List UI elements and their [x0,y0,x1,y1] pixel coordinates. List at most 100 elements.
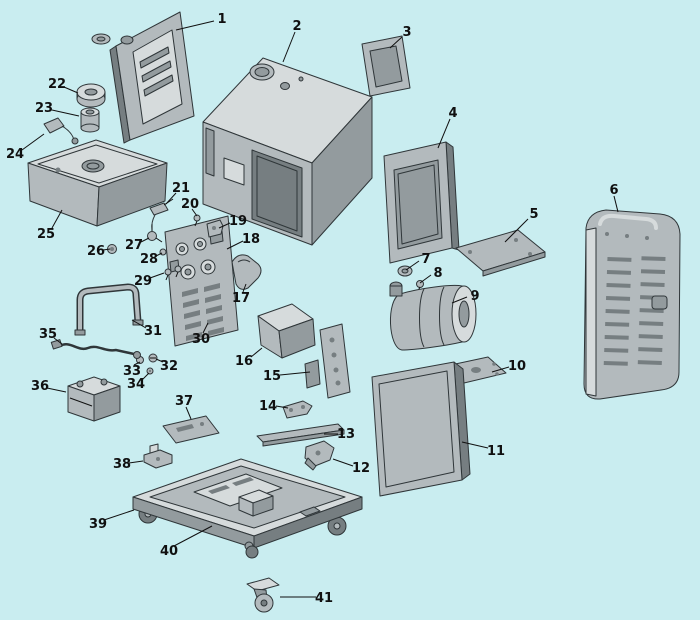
callout-label-25: 25 [37,227,55,242]
callout-leader-14 [275,405,289,409]
part-11-rear-panel [371,361,471,497]
callout-label-17: 17 [232,291,250,306]
callout-leader-35 [53,337,63,345]
part-14-bracket [282,400,313,419]
callout-leader-4 [437,118,451,149]
callout-leader-27 [140,237,150,243]
callout-leader-36 [46,387,67,393]
callout-label-20: 20 [181,197,199,212]
callout-label-13: 13 [337,427,355,442]
callout-label-29: 29 [134,274,152,289]
callout-leader-25 [51,209,63,229]
callout-label-41: 41 [315,591,333,606]
callout-label-1: 1 [217,12,226,27]
callout-leader-7 [405,260,420,271]
callout-label-23: 23 [35,101,53,116]
callout-leader-5 [504,218,529,243]
callout-label-15: 15 [263,369,281,384]
part-1-side-panel [91,11,195,144]
callout-leader-16 [250,347,263,358]
callout-leader-26 [102,248,111,251]
callout-label-10: 10 [508,359,526,374]
part-15-support-plate [304,323,351,399]
callout-label-8: 8 [433,266,442,281]
callout-leader-23 [51,109,80,117]
part-18-control-panel [164,215,239,347]
callout-label-19: 19 [229,214,247,229]
callout-leader-3 [389,36,403,49]
callout-label-31: 31 [144,324,162,339]
callout-leader-32 [155,358,164,363]
callout-leader-1 [175,20,215,31]
callout-leader-17 [242,283,247,293]
callouts: 1 2 3 4 5 6 7 8 9 10 11 12 13 14 15 16 1… [6,12,619,606]
callout-label-18: 18 [242,232,260,247]
callout-label-22: 22 [48,77,66,92]
callout-label-6: 6 [609,183,618,198]
part-35-cable [50,339,141,359]
part-41-caster [246,577,280,613]
part-37-plate [162,415,220,444]
callout-leader-24 [21,133,45,151]
callout-label-34: 34 [127,377,145,392]
callout-leader-9 [451,296,468,304]
part-24-hose-fitting [43,117,79,145]
callout-leader-28 [155,252,163,257]
callout-label-9: 9 [470,289,479,304]
part-9-muffler [389,281,477,351]
part-13-cross-bar [256,423,345,447]
callout-leader-10 [491,366,510,373]
callout-label-11: 11 [487,444,505,459]
callout-label-4: 4 [448,106,457,121]
callout-leader-11 [461,441,489,449]
callout-leader-37 [185,406,192,420]
part-25-fuel-tank [27,139,168,227]
callout-leader-40 [173,525,213,547]
callout-label-38: 38 [113,457,131,472]
callout-label-24: 24 [6,147,24,162]
callout-label-21: 21 [172,181,190,196]
callout-label-28: 28 [140,252,158,267]
callout-label-35: 35 [39,327,57,342]
part-4-window-panel [383,141,460,264]
callout-leader-12 [332,458,354,467]
callout-leader-29 [149,272,165,279]
callout-label-5: 5 [529,207,538,222]
part-32-screw [148,353,158,363]
callout-label-12: 12 [352,461,370,476]
part-2-hood [202,57,373,246]
part-19-bracket [206,219,224,238]
part-3-frame-panel [361,35,411,97]
callout-label-27: 27 [125,238,143,253]
callout-leader-39 [103,509,135,521]
part-38-bracket [143,443,173,469]
part-22-fuel-cap [76,83,106,108]
part-6-right-side-panel [583,209,681,400]
callout-label-2: 2 [292,19,301,34]
part-20-fastener [193,214,201,227]
part-31-handle [74,283,144,336]
callout-label-3: 3 [402,25,411,40]
callout-label-14: 14 [259,399,277,414]
callout-leader-31 [131,319,147,329]
part-29-bolts [164,265,182,281]
callout-label-39: 39 [89,517,107,532]
callout-leader-15 [279,371,311,376]
callout-label-36: 36 [31,379,49,394]
callout-label-30: 30 [192,332,210,347]
part-30-louvers [182,283,224,341]
callout-leader-8 [419,274,432,284]
part-36-battery [67,376,121,422]
part-34-washer [146,367,154,375]
callout-label-7: 7 [421,252,430,267]
callout-label-33: 33 [123,364,141,379]
callout-leader-2 [282,31,296,63]
callout-leader-30 [202,322,209,334]
callout-label-26: 26 [87,244,105,259]
callout-leader-22 [63,86,79,94]
callout-label-40: 40 [160,544,178,559]
callout-leader-21 [165,192,177,205]
panel-handle [598,213,658,230]
part-27-petcock [147,224,163,243]
